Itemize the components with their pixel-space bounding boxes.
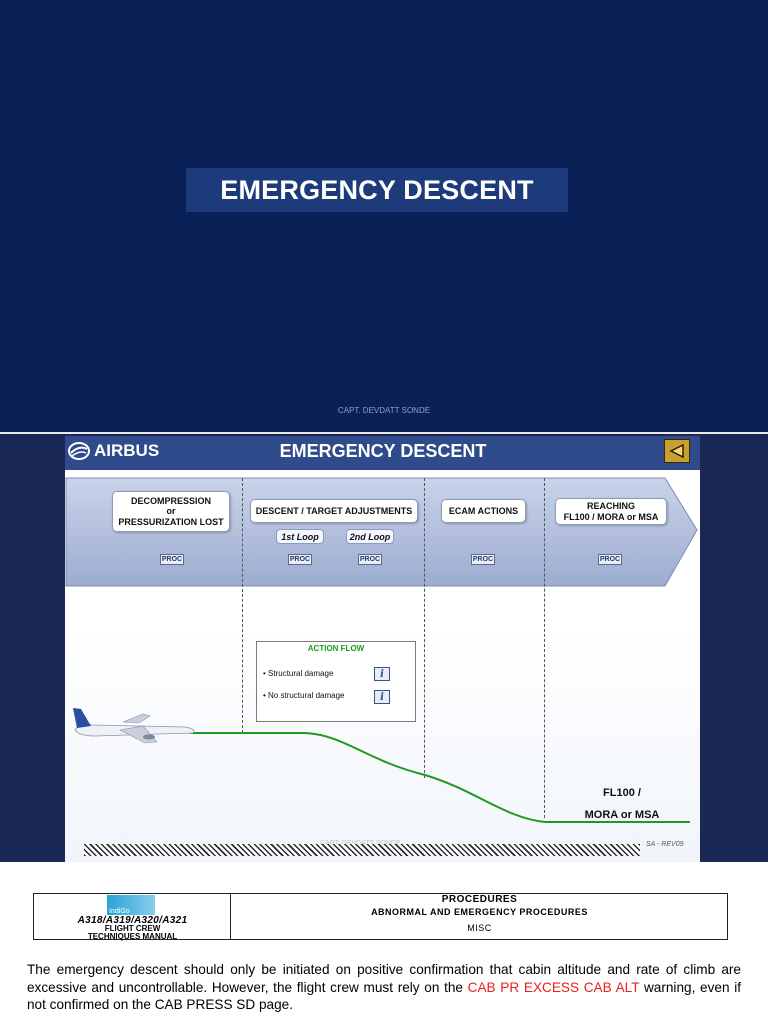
indigo-logo: IndiGo xyxy=(107,895,155,915)
document-subsection: ABNORMAL AND EMERGENCY PROCEDURES xyxy=(371,907,588,917)
body-text-part1: The emergency descent should only be ini… xyxy=(27,962,741,995)
info-icon[interactable]: i xyxy=(374,690,390,704)
triangle-left-icon xyxy=(669,443,684,459)
proc-button[interactable]: PROC xyxy=(358,554,382,565)
action-flow-panel xyxy=(256,641,416,722)
airbus-logo: AIRBUS xyxy=(68,438,188,464)
airbus-logo-text: AIRBUS xyxy=(94,441,160,460)
phase-decompression: DECOMPRESSION or PRESSURIZATION LOST xyxy=(112,491,230,532)
airbus-slide-header xyxy=(65,436,700,470)
manual-name: FLIGHT CREW TECHNIQUES MANUAL xyxy=(34,925,231,941)
first-loop-button[interactable]: 1st Loop xyxy=(276,529,324,544)
manual-name-line1: FLIGHT CREW xyxy=(104,924,161,933)
document-topic: MISC xyxy=(467,923,492,933)
aircraft-icon xyxy=(73,708,195,744)
phase-ecam-actions: ECAM ACTIONS xyxy=(441,499,526,523)
proc-button[interactable]: PROC xyxy=(160,554,184,565)
second-loop-button[interactable]: 2nd Loop xyxy=(346,529,394,544)
phase-reaching-fl100: REACHING FL100 / MORA or MSA xyxy=(555,498,667,525)
phase-separator xyxy=(242,478,243,733)
proc-button[interactable]: PROC xyxy=(288,554,312,565)
ground-hatch xyxy=(84,844,640,856)
fl100-mora-msa-label: FL100 / MORA or MSA xyxy=(572,782,672,826)
aircraft-models: A318/A319/A320/A321 xyxy=(77,915,188,926)
manual-name-line2: TECHNIQUES MANUAL xyxy=(87,932,178,941)
structural-damage-item: • Structural damage xyxy=(263,669,334,678)
body-text-part2: warning, even if not confirmed on the CA… xyxy=(27,979,741,1013)
airbus-swirl-icon xyxy=(68,442,90,460)
title-slide-credit: CAPT. DEVDATT SONDE xyxy=(337,406,431,415)
slide-divider xyxy=(0,432,768,434)
title-slide xyxy=(0,0,768,432)
descent-profile-line xyxy=(190,732,690,823)
cab-pr-excess-warning-text: CAB PR EXCESS CAB ALT xyxy=(467,979,640,995)
title-slide-heading: EMERGENCY DESCENT xyxy=(186,168,568,212)
proc-button[interactable]: PROC xyxy=(598,554,622,565)
slide-watermark-credit: CAPT. DEVDATT SONDE xyxy=(320,840,401,847)
fl100-label-line2: MORA or MSA xyxy=(584,809,660,821)
airbus-slide-title: EMERGENCY DESCENT xyxy=(279,440,487,461)
action-flow-title: ACTION FLOW xyxy=(307,644,365,653)
document-header-table xyxy=(33,893,728,940)
document-header-left-cell xyxy=(34,894,231,939)
body-paragraph: The emergency descent should only be ini… xyxy=(27,961,741,1014)
second-loop-label: 2nd Loop xyxy=(349,531,391,542)
no-structural-damage-item: • No structural damage xyxy=(263,691,345,700)
phase-separator xyxy=(544,478,545,818)
descent-profile xyxy=(73,708,690,823)
revision-label: SA - REV09 xyxy=(646,841,684,848)
phase-descent-target-adjustments: DESCENT / TARGET ADJUSTMENTS xyxy=(250,499,418,523)
document-section: PROCEDURES xyxy=(441,894,518,905)
back-button[interactable] xyxy=(664,439,690,463)
info-icon[interactable]: i xyxy=(374,667,390,681)
phase-separator xyxy=(424,478,425,778)
fl100-label-line1: FL100 / xyxy=(603,787,641,799)
proc-button[interactable]: PROC xyxy=(471,554,495,565)
first-loop-label: 1st Loop xyxy=(281,531,319,542)
